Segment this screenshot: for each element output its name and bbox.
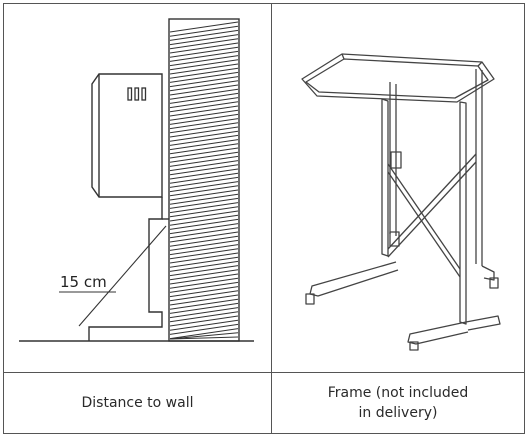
hatch-line xyxy=(169,315,239,327)
hatch-line xyxy=(169,235,239,247)
caption-line: Frame (not included xyxy=(327,385,469,401)
hatch-line xyxy=(169,101,239,113)
hatch-line xyxy=(169,38,239,50)
hatch-line xyxy=(169,55,239,67)
hatch-line xyxy=(169,92,239,104)
hatch-line xyxy=(169,139,239,151)
hatch-line xyxy=(169,46,239,58)
wall-hatch xyxy=(168,18,240,342)
hatch-line xyxy=(169,260,239,272)
hatch-line xyxy=(169,172,239,184)
wall-distance-illustration-cell: 15 cm xyxy=(3,3,272,373)
hatch-line xyxy=(169,134,239,146)
hatch-line xyxy=(169,332,239,340)
hatch-line xyxy=(169,160,239,172)
hatch-line xyxy=(169,269,239,281)
stand-profile xyxy=(88,197,169,341)
hatch-line xyxy=(169,328,239,340)
hatch-line xyxy=(169,265,239,277)
caption-line: in delivery) xyxy=(358,405,438,421)
hatch-line xyxy=(169,76,239,88)
hatch-line xyxy=(169,244,239,256)
hatch-line xyxy=(169,273,239,285)
hatch-line xyxy=(169,290,239,302)
hatch-line xyxy=(169,302,239,314)
hatch-line xyxy=(169,197,239,209)
hatch-line xyxy=(169,185,239,197)
hatch-line xyxy=(169,59,239,71)
frame-illustration-cell xyxy=(271,3,525,373)
hatch-line xyxy=(169,63,239,75)
hatch-line xyxy=(169,130,239,142)
hatch-line xyxy=(169,252,239,264)
hatch-line xyxy=(169,189,239,201)
hatch-line xyxy=(169,50,239,62)
hatch-line xyxy=(169,311,239,323)
frame-illustration xyxy=(301,53,501,351)
wall-distance-caption: Distance to wall xyxy=(4,393,271,413)
hatch-line xyxy=(169,143,239,155)
frame-caption: Frame (not included in delivery) xyxy=(272,383,524,423)
hatch-line xyxy=(169,298,239,310)
hatch-line xyxy=(169,164,239,176)
hatch-line xyxy=(169,193,239,205)
hatch-line xyxy=(169,168,239,180)
hatch-line xyxy=(169,122,239,134)
hatch-line xyxy=(169,214,239,226)
hatch-line xyxy=(169,210,239,222)
hatch-line xyxy=(169,336,239,340)
hatch-line xyxy=(169,323,239,335)
figure-table: 15 cm xyxy=(3,3,525,434)
hatch-line xyxy=(169,126,239,138)
device-unit xyxy=(91,73,163,198)
distance-leader xyxy=(59,225,167,327)
hatch-line xyxy=(169,97,239,109)
hatch-line xyxy=(169,84,239,96)
hatch-line xyxy=(169,42,239,54)
hatch-line xyxy=(169,147,239,159)
hatch-line xyxy=(169,248,239,260)
vent-slots xyxy=(127,87,147,101)
frame-drawing xyxy=(301,53,501,351)
hatch-line xyxy=(169,21,239,33)
hatch-line xyxy=(169,155,239,167)
hatch-line xyxy=(169,71,239,83)
hatch-line xyxy=(169,256,239,268)
hatch-line xyxy=(169,118,239,130)
hatch-line xyxy=(169,80,239,92)
hatch-line xyxy=(169,307,239,319)
hatch-line xyxy=(169,25,239,37)
hatch-line xyxy=(169,181,239,193)
hatch-line xyxy=(169,34,239,46)
hatch-line xyxy=(169,281,239,293)
frame-caption-cell: Frame (not included in delivery) xyxy=(271,372,525,434)
hatch-line xyxy=(169,151,239,163)
hatch-line xyxy=(169,113,239,125)
hatch-line xyxy=(169,29,239,41)
hatch-line xyxy=(169,109,239,121)
caption-line: Distance to wall xyxy=(81,395,194,411)
hatch-line xyxy=(169,231,239,243)
hatch-line xyxy=(169,223,239,235)
hatch-line xyxy=(169,239,239,251)
distance-label: 15 cm xyxy=(60,273,107,291)
wall-distance-caption-cell: Distance to wall xyxy=(3,372,272,434)
hatch-line xyxy=(169,202,239,214)
hatch-line xyxy=(169,218,239,230)
hatch-line xyxy=(169,227,239,239)
hatch-line xyxy=(169,67,239,79)
hatch-line xyxy=(169,88,239,100)
hatch-line xyxy=(169,105,239,117)
hatch-line xyxy=(169,206,239,218)
wall-distance-illustration: 15 cm xyxy=(19,18,254,342)
hatch-line xyxy=(169,294,239,306)
hatch-line xyxy=(169,277,239,289)
hatch-line xyxy=(169,176,239,188)
hatch-line xyxy=(169,319,239,331)
hatch-line xyxy=(169,286,239,298)
